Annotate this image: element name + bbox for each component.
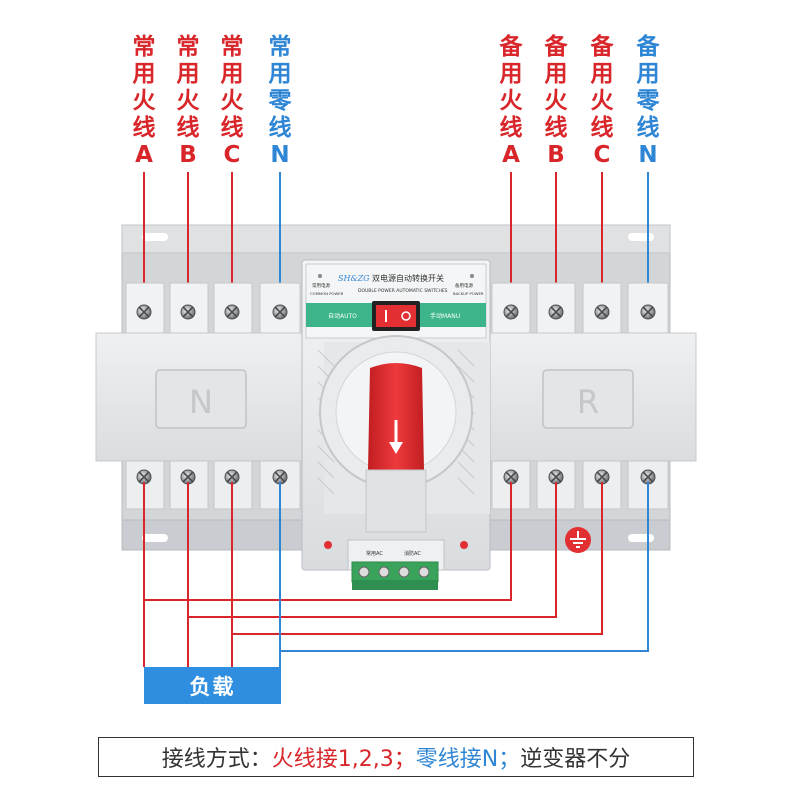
green-connector bbox=[351, 561, 439, 590]
module-cover-left bbox=[95, 332, 305, 462]
auto-label: 自动AUTO bbox=[328, 312, 357, 320]
note-fire: 火线接1,2,3； bbox=[271, 747, 416, 772]
indicator-light-right bbox=[460, 541, 468, 549]
output-wires bbox=[143, 482, 649, 667]
device-title-cn: 双电源自动转换开关 bbox=[372, 273, 444, 283]
device-brand: SH&ZG bbox=[338, 274, 370, 283]
note-suffix: 逆变器不分 bbox=[520, 747, 631, 772]
backup-power-cn: 备用电源 bbox=[455, 282, 473, 289]
note-prefix: 接线方式： bbox=[161, 747, 272, 772]
manual-label: 手动MANU bbox=[430, 312, 460, 320]
right-module-letter: R bbox=[577, 383, 599, 421]
load-box: 负载 bbox=[144, 667, 281, 704]
device-title-en: DOUBLE POWER AUTOMATIC SWITCHES bbox=[358, 288, 448, 294]
knob-handle[interactable] bbox=[365, 363, 427, 533]
wiring-note: 接线方式： 火线接1,2,3； 零线接N； 逆变器不分 bbox=[98, 737, 694, 777]
top-screws bbox=[136, 304, 656, 320]
left-module-letter: N bbox=[189, 383, 213, 421]
terminal-label-2: 消防AC bbox=[404, 550, 421, 557]
common-power-cn: 常用电源 bbox=[312, 282, 330, 289]
note-neutral: 零线接N； bbox=[415, 747, 521, 772]
ground-icon bbox=[565, 527, 591, 553]
module-cover-right bbox=[487, 332, 697, 462]
arrow-down-icon bbox=[389, 420, 403, 454]
auto-manual-switch[interactable] bbox=[372, 301, 420, 331]
bottom-screws bbox=[136, 469, 656, 485]
top-terminals-right bbox=[491, 282, 669, 336]
common-power-en: COMMON POWER bbox=[310, 291, 344, 296]
indicator-light-left bbox=[324, 541, 332, 549]
terminal-label-1: 常用AC bbox=[366, 550, 383, 557]
backup-power-en: BACKUP POWER bbox=[453, 291, 484, 296]
